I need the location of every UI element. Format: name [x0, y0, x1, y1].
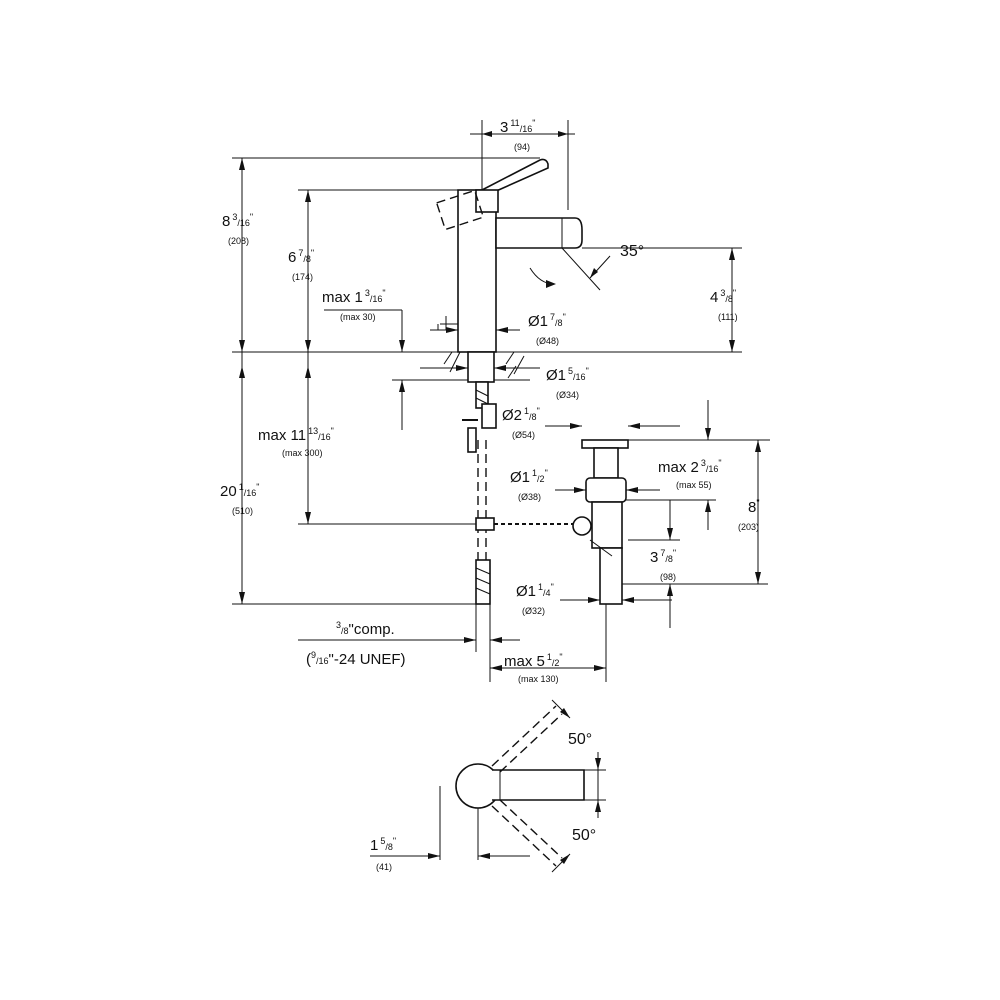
svg-text:(Ø48): (Ø48)	[536, 336, 559, 346]
svg-text:(94): (94)	[514, 142, 530, 152]
svg-text:Ø17/8": Ø17/8"	[528, 312, 566, 330]
svg-text:max 51/2": max 51/2"	[504, 652, 563, 670]
svg-text:8": 8"	[748, 498, 760, 516]
svg-text:37/8": 37/8"	[650, 548, 676, 566]
svg-text:max 23/16": max 23/16"	[658, 458, 722, 476]
svg-text:(174): (174)	[292, 272, 313, 282]
svg-text:83/16": 83/16"	[222, 212, 253, 230]
svg-text:201/16": 201/16"	[220, 482, 259, 500]
faucet-body	[435, 158, 583, 353]
svg-text:(Ø32): (Ø32)	[522, 606, 545, 616]
svg-text:Ø11/2": Ø11/2"	[510, 468, 548, 486]
svg-text:(max 30): (max 30)	[340, 312, 376, 322]
dimension-lines	[232, 120, 770, 682]
svg-text:(208): (208)	[228, 236, 249, 246]
plan-view	[370, 699, 606, 873]
svg-text:Ø11/4": Ø11/4"	[516, 582, 554, 600]
shank-assembly	[462, 351, 578, 605]
svg-text:43/8": 43/8"	[710, 288, 736, 306]
svg-text:(Ø38): (Ø38)	[518, 492, 541, 502]
label-spout-angle: 35°	[620, 243, 644, 260]
svg-text:3/8"comp.: 3/8"comp.	[336, 620, 395, 638]
drain-assembly	[572, 439, 629, 605]
svg-text:67/8": 67/8"	[288, 248, 314, 266]
svg-text:(9/16"-24 UNEF): (9/16"-24 UNEF)	[306, 650, 406, 668]
svg-text:15/8": 15/8"	[370, 836, 396, 854]
svg-text:max 13/16": max 13/16"	[322, 288, 386, 306]
svg-text:(max 300): (max 300)	[282, 448, 323, 458]
svg-text:(203): (203)	[738, 522, 759, 532]
svg-text:(98): (98)	[660, 572, 676, 582]
label-lever-angle-bottom: 50°	[572, 827, 596, 844]
svg-text:(Ø34): (Ø34)	[556, 390, 579, 400]
svg-text:311/16": 311/16"	[500, 118, 535, 136]
label-connection: 3/8"comp. (9/16"-24 UNEF)	[306, 620, 406, 668]
svg-text:(Ø54): (Ø54)	[512, 430, 535, 440]
label-drain-height: 8" (203)	[738, 498, 760, 532]
svg-text:(max 130): (max 130)	[518, 674, 559, 684]
svg-text:(111): (111)	[718, 312, 738, 322]
svg-text:(510): (510)	[232, 506, 253, 516]
svg-text:Ø21/8": Ø21/8"	[502, 406, 540, 424]
label-lever-angle-top: 50°	[568, 731, 592, 748]
svg-text:(41): (41)	[376, 862, 392, 872]
svg-text:(max 55): (max 55)	[676, 480, 712, 490]
svg-text:Ø15/16": Ø15/16"	[546, 366, 589, 384]
